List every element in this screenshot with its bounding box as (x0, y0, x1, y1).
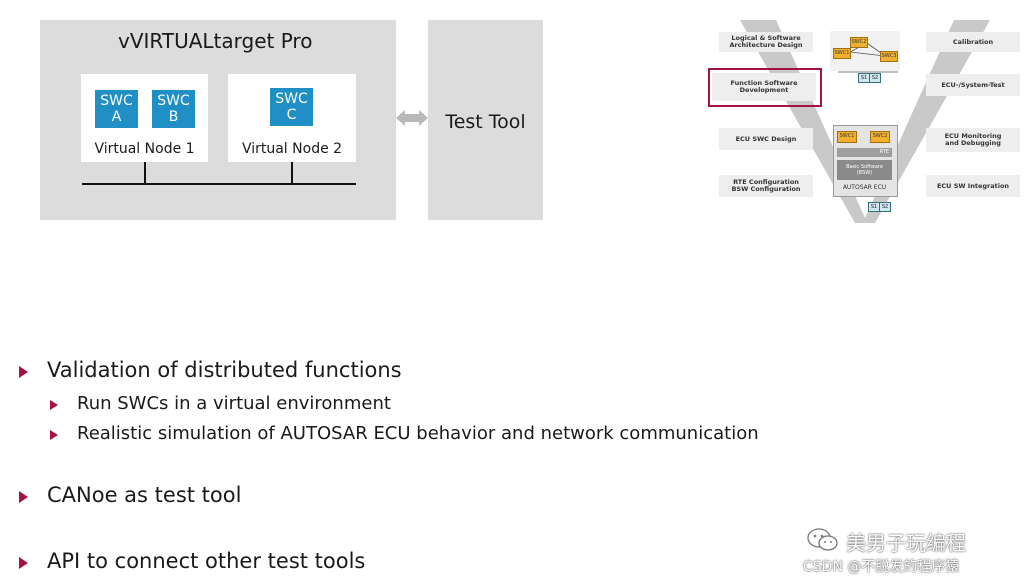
watermark-csdn: CSDN @不脱发的程序猿 (803, 559, 960, 575)
vmodel-bottom-s2: S2 (879, 202, 891, 212)
wechat-icon (807, 528, 838, 551)
vmodel-top-swc1: SWC1 (833, 48, 851, 59)
vmodel-right-2: ECU-/System-Test (926, 74, 1020, 96)
virtual-node-2-label: Virtual Node 2 (241, 141, 343, 157)
network-bus (82, 162, 356, 185)
vmodel-right-4: ECU SW Integration (926, 175, 1020, 197)
function-software-highlight (708, 68, 822, 107)
test-tool-panel (428, 20, 543, 220)
sub-bullet-2: Realistic simulation of AUTOSAR ECU beha… (77, 423, 759, 444)
swc-b: SWC B (152, 90, 195, 128)
vmodel-top-swc3: SWC3 (880, 51, 898, 62)
bullet-2: CANoe as test tool (47, 483, 242, 507)
diagram-title: vVIRTUALtarget Pro (118, 29, 313, 53)
vmodel-ecu-swc2: SWC2 (870, 131, 890, 143)
test-tool-label: Test Tool (445, 111, 526, 133)
vmodel-ecu-label: AUTOSAR ECU (842, 184, 887, 191)
bullet-1: Validation of distributed functions (47, 358, 402, 382)
vmodel-left-3: ECU SWC Design (719, 128, 813, 150)
vmodel-bsw: Basic Software(BSW) (837, 160, 892, 180)
bullet-3: API to connect other test tools (47, 549, 366, 573)
bidirectional-arrow-icon (396, 110, 428, 126)
bullet-icon (19, 366, 28, 378)
swc-c: SWC C (270, 88, 313, 126)
bullet-icon (19, 491, 28, 503)
sub-bullet-1: Run SWCs in a virtual environment (77, 393, 391, 414)
vmodel-top-s2: S2 (869, 73, 881, 83)
sub-bullet-icon (50, 430, 58, 440)
vmodel-rte: RTE (837, 148, 892, 157)
sub-bullet-icon (50, 400, 58, 410)
bullet-icon (19, 557, 28, 569)
virtual-node-1-label: Virtual Node 1 (94, 141, 195, 157)
vmodel-ecu-swc1: SWC1 (837, 131, 857, 143)
swc-a: SWC A (95, 90, 138, 128)
vmodel-top-swc2: SWC2 (850, 37, 868, 48)
vmodel-right-1: Calibration (926, 32, 1020, 52)
watermark-channel: 美男子玩编程 (846, 531, 966, 555)
